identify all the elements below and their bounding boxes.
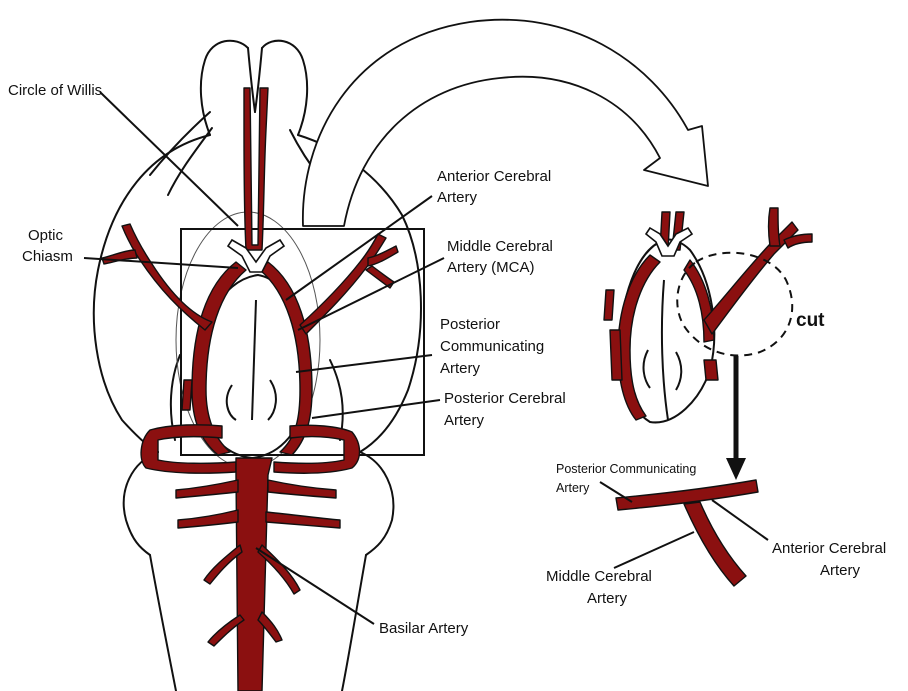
label-detail-pcom-line2: Artery <box>556 481 590 495</box>
label-cut: cut <box>796 310 825 331</box>
zoom-curved-arrow <box>303 20 708 226</box>
detail-inset <box>604 208 812 422</box>
label-detail-aca-line1: Anterior Cerebral <box>772 540 886 557</box>
label-pcom-line1: Posterior <box>440 316 500 333</box>
label-pca-line2: Artery <box>444 412 485 429</box>
label-detail-mca-line1: Middle Cerebral <box>546 568 652 585</box>
label-pcom-line3: Artery <box>440 360 481 377</box>
down-arrow <box>726 356 746 480</box>
label-detail-aca-line2: Artery <box>820 562 861 579</box>
label-circle-of-willis: Circle of Willis <box>8 82 102 99</box>
label-anterior-cerebral-line2: Artery <box>437 189 478 206</box>
label-mca-line1: Middle Cerebral <box>447 238 553 255</box>
label-optic-chiasm-line1: Optic <box>28 227 64 244</box>
label-optic-chiasm-line2: Chiasm <box>22 248 73 265</box>
label-anterior-cerebral-line1: Anterior Cerebral <box>437 168 551 185</box>
label-mca-line2: Artery (MCA) <box>447 259 535 276</box>
label-pca-line1: Posterior Cerebral <box>444 390 566 407</box>
label-pcom-line2: Communicating <box>440 338 544 355</box>
labels: Circle of Willis Optic Chiasm Anterior C… <box>8 82 886 637</box>
label-detail-mca-line2: Artery <box>587 590 628 607</box>
label-detail-pcom-line1: Posterior Communicating <box>556 462 696 476</box>
label-basilar-artery: Basilar Artery <box>379 620 469 637</box>
